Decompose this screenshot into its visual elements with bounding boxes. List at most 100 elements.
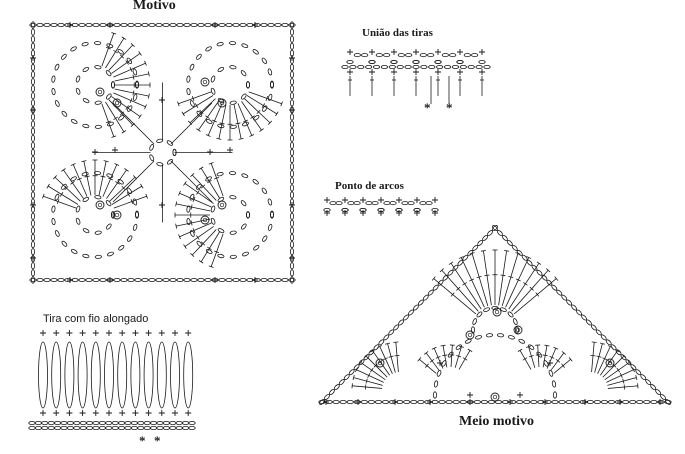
double-crochet-bar bbox=[619, 372, 623, 378]
chain-stitch bbox=[480, 399, 489, 404]
chain-stitch bbox=[576, 309, 582, 316]
chain-stitch bbox=[471, 53, 479, 58]
double-crochet bbox=[599, 350, 618, 376]
single-crochet bbox=[66, 410, 73, 416]
chain-stitch bbox=[290, 240, 295, 249]
double-crochet-bar bbox=[373, 363, 378, 368]
single-crochet bbox=[159, 97, 165, 103]
chain-stitch bbox=[225, 277, 233, 282]
chain-stitch bbox=[31, 269, 36, 277]
single-crochet bbox=[107, 277, 113, 283]
chain-stitch bbox=[169, 277, 177, 282]
chain-stitch bbox=[53, 425, 62, 430]
chain-stitch bbox=[240, 200, 247, 207]
single-crochet bbox=[119, 410, 126, 416]
chain-stitch bbox=[228, 41, 237, 46]
elongated-loop bbox=[77, 341, 88, 409]
chain-stitch bbox=[134, 277, 142, 282]
chain-stitch bbox=[274, 277, 282, 282]
chain-stitch bbox=[241, 223, 247, 230]
chain-stitch bbox=[281, 22, 289, 27]
chain-stitch bbox=[66, 420, 75, 425]
double-crochet bbox=[597, 346, 611, 374]
chain-stitch bbox=[405, 53, 413, 58]
chain-stitch bbox=[381, 399, 390, 404]
chain-stitch bbox=[31, 163, 36, 171]
chain-stitch bbox=[216, 172, 224, 177]
chain-stitch bbox=[31, 127, 36, 135]
chain-stitch bbox=[338, 379, 345, 386]
double-crochet-bar bbox=[261, 103, 266, 108]
double-crochet-bar bbox=[192, 196, 196, 202]
single-crochet bbox=[396, 197, 402, 203]
chain-stitch bbox=[420, 65, 428, 70]
chain-stitch bbox=[189, 100, 195, 107]
chain-stitch bbox=[558, 399, 566, 404]
single-crochet bbox=[347, 49, 353, 55]
chain-stitch bbox=[29, 277, 37, 282]
chain-stitch bbox=[204, 277, 212, 282]
chain-stitch bbox=[620, 354, 627, 361]
chain-stitch bbox=[289, 42, 294, 50]
single-crochet bbox=[159, 202, 165, 208]
double-crochet bbox=[210, 233, 224, 267]
double-crochet-bar bbox=[442, 354, 448, 357]
chain-stitch bbox=[241, 173, 249, 178]
chain-stitch bbox=[513, 318, 518, 326]
double-crochet-top bbox=[46, 183, 50, 189]
picot bbox=[490, 392, 500, 402]
double-crochet bbox=[591, 342, 595, 373]
ponto-de-arcos-chart bbox=[323, 197, 439, 216]
chain-stitch bbox=[134, 80, 139, 88]
chain-stitch bbox=[51, 75, 56, 83]
double-crochet bbox=[353, 377, 383, 386]
chain-stitch bbox=[107, 251, 114, 257]
double-crochet-bar bbox=[130, 199, 134, 205]
chain-stitch bbox=[210, 75, 216, 83]
double-crochet-top bbox=[208, 265, 214, 268]
chain-stitch bbox=[290, 163, 295, 171]
double-crochet-top bbox=[138, 51, 142, 56]
double-crochet-top bbox=[183, 181, 187, 186]
double-crochet-bar bbox=[456, 286, 461, 291]
picot bbox=[217, 98, 227, 108]
elongated-loop bbox=[156, 341, 167, 409]
chain-stitch bbox=[432, 391, 437, 399]
chain-stitch bbox=[590, 324, 597, 331]
chain-stitch bbox=[60, 425, 68, 430]
double-crochet bbox=[176, 218, 211, 227]
chain-stitch bbox=[456, 60, 464, 65]
chain-stitch bbox=[41, 425, 49, 430]
chain-stitch bbox=[335, 201, 343, 206]
chain-stitch bbox=[186, 88, 191, 96]
chain-stitch bbox=[438, 399, 446, 404]
chain-stitch bbox=[487, 230, 493, 236]
picot-center bbox=[97, 202, 103, 208]
chain-stitch bbox=[141, 22, 149, 27]
double-crochet-top bbox=[417, 357, 422, 362]
chain-stitch bbox=[31, 28, 36, 36]
chain-stitch bbox=[57, 22, 65, 27]
chain-stitch bbox=[86, 420, 94, 425]
chain-stitch bbox=[506, 239, 513, 246]
chain-stitch bbox=[175, 420, 183, 425]
star-marker: * bbox=[154, 433, 161, 448]
chain-stitch bbox=[476, 311, 483, 318]
chain-stitch bbox=[150, 420, 158, 425]
double-crochet bbox=[113, 92, 146, 108]
single-crochet bbox=[479, 49, 485, 55]
chain-stitch bbox=[31, 184, 36, 192]
double-crochet bbox=[505, 257, 530, 308]
chain-stitch bbox=[398, 319, 405, 326]
chain-stitch bbox=[99, 277, 107, 282]
double-crochet bbox=[105, 37, 125, 69]
chain-stitch bbox=[124, 420, 132, 425]
chain-stitch bbox=[229, 124, 237, 129]
double-crochet-bar bbox=[70, 181, 75, 185]
double-crochet-top bbox=[615, 348, 620, 353]
double-crochet bbox=[198, 101, 219, 131]
chain-stitch bbox=[357, 65, 365, 70]
double-crochet bbox=[111, 53, 141, 74]
chain-stitch bbox=[260, 22, 268, 27]
double-crochet-top bbox=[607, 345, 613, 348]
